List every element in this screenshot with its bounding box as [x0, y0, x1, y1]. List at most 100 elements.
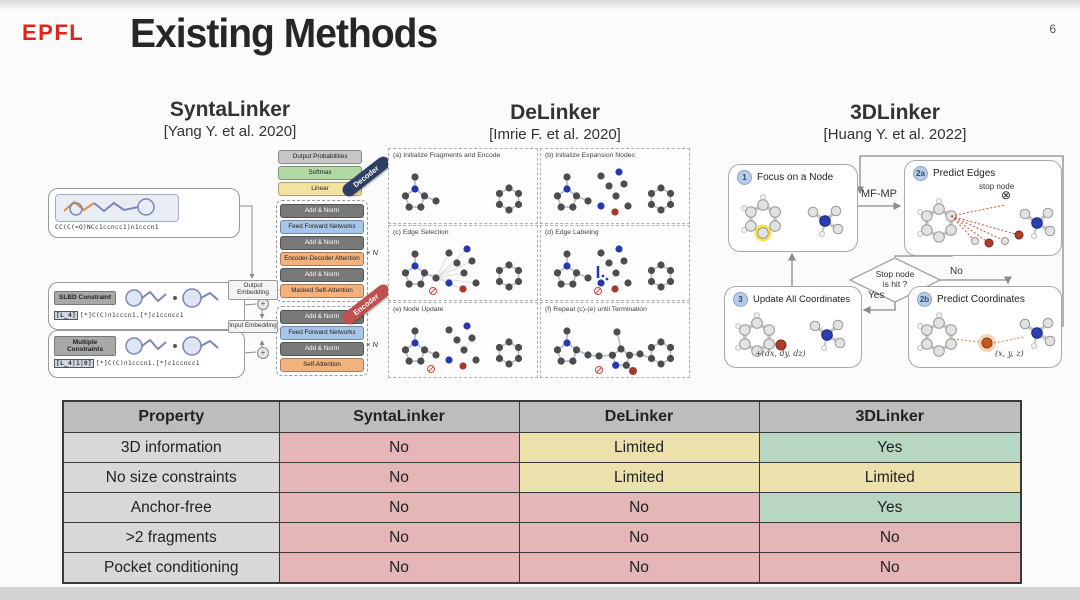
- molecule-3d-art: [741, 194, 844, 242]
- delinker-panel-b: (b) Initialize Expansion Nodes: [540, 148, 690, 224]
- method-name: SyntaLinker: [169, 98, 291, 121]
- molecular-graph: [401, 322, 523, 373]
- value-cell: No: [278, 432, 520, 463]
- stop-node-icon: [1001, 189, 1011, 201]
- method-citation: [Yang Y. et al. 2020]: [163, 123, 297, 140]
- arch-block: Encoder-Decoder Attention: [280, 252, 364, 266]
- syntalinker-diagram: CC(C(=O)NCc1ccncc1)n1cccn1 SLBD Constrai…: [40, 148, 400, 386]
- arch-block: Add & Norm: [280, 204, 364, 218]
- threedlinker-diagram: 1 Focus on a Node 2a Predict Edges stop …: [722, 148, 1066, 380]
- decision-line1: Stop node: [875, 269, 915, 279]
- arch-block: Add & Norm: [280, 342, 364, 356]
- arch-block: Linear: [278, 182, 362, 196]
- yes-label: Yes: [868, 290, 885, 301]
- value-cell: Limited: [518, 462, 760, 493]
- plus-icon: [257, 347, 269, 359]
- times-n-label: × N: [366, 248, 378, 257]
- property-cell: 3D information: [62, 432, 280, 463]
- molecule-3d-art: [917, 312, 1056, 357]
- delinker-panel-e: (e) Node Update: [388, 302, 538, 378]
- column-header: Property: [62, 400, 280, 433]
- method-name: 3DLinker: [850, 101, 940, 124]
- decision-text: Stop node is hit ?: [853, 269, 937, 289]
- panel-caption: (f) Repeat (c)-(e) until Termination: [545, 306, 647, 313]
- method-header-delinker: DeLinker [Imrie F. et al. 2020]: [425, 101, 685, 143]
- stop-node-label: stop node: [979, 182, 1015, 191]
- method-header-3dlinker: 3DLinker [Huang Y. et al. 2022]: [765, 101, 1025, 143]
- value-cell: No: [278, 492, 520, 523]
- value-cell: Yes: [758, 432, 1022, 463]
- delinker-panel-d: (d) Edge Labeling: [540, 225, 690, 301]
- multiple-constraints-box: Multiple Constraints [L_4|1|0][*]C(C)n1c…: [48, 330, 245, 378]
- column-header: 3DLinker: [758, 400, 1022, 433]
- step-badge: 2a: [913, 166, 928, 181]
- step-box-predict-edges: 2a Predict Edges stop node: [904, 160, 1062, 256]
- value-cell: No: [278, 462, 520, 493]
- step-label: Predict Coordinates: [937, 294, 1025, 305]
- method-citation: [Huang Y. et al. 2022]: [823, 126, 967, 143]
- coords-note: (x, y, z): [995, 349, 1024, 358]
- value-cell: Yes: [758, 492, 1022, 523]
- slbd-smiles-text: [*]C(C)n1cccn1.[*]c1ccncc1: [79, 312, 184, 319]
- fragments-art: [125, 288, 219, 308]
- value-cell: Limited: [758, 462, 1022, 493]
- input-embedding-box: Input Embedding: [228, 320, 278, 333]
- panel-caption: (a) Initialize Fragments and Encode: [393, 152, 501, 159]
- molecule-3d-art: [917, 198, 1056, 248]
- value-cell: No: [278, 552, 520, 584]
- step-box-focus-node: 1 Focus on a Node: [728, 164, 858, 252]
- method-header-syntalinker: SyntaLinker [Yang Y. et al. 2020]: [100, 98, 360, 140]
- step-label: Update All Coordinates: [753, 294, 851, 305]
- delinker-panel-a: (a) Initialize Fragments and Encode: [388, 148, 538, 224]
- input-molecule-box: CC(C(=O)NCc1ccncc1)n1cccn1: [48, 188, 240, 238]
- multiple-smiles: [L_4|1|0][*]C(C)n1cccn1.[*]c1ccncc1: [49, 358, 244, 368]
- molecular-graph: [401, 245, 523, 295]
- multiple-smiles-text: [*]C(C)n1cccn1.[*]c1ccncc1: [95, 360, 200, 367]
- column-header: SyntaLinker: [278, 400, 520, 433]
- arch-block: Output Probabilities: [278, 150, 362, 164]
- value-cell: Limited: [518, 432, 760, 463]
- bottom-strip: [0, 587, 1080, 600]
- value-cell: No: [518, 552, 760, 584]
- arch-block: Add & Norm: [280, 268, 364, 282]
- output-embedding-box: Output Embedding: [228, 280, 278, 300]
- page-title: Existing Methods: [130, 10, 438, 56]
- value-cell: No: [758, 552, 1022, 584]
- value-cell: No: [278, 522, 520, 553]
- panel-caption: (e) Node Update: [393, 306, 444, 313]
- panel-caption: (d) Edge Labeling: [545, 229, 599, 236]
- arch-block: Self-Attention: [280, 358, 364, 372]
- slbd-constraint-label: SLBD Constraint: [54, 291, 116, 305]
- no-label: No: [950, 266, 963, 277]
- value-cell: No: [758, 522, 1022, 553]
- property-cell: Pocket conditioning: [62, 552, 280, 584]
- property-cell: >2 fragments: [62, 522, 280, 553]
- step-badge: 3: [733, 292, 748, 307]
- method-name: DeLinker: [510, 101, 600, 124]
- method-citation: [Imrie F. et al. 2020]: [489, 126, 621, 143]
- delta-coords-note: +(dx, dy, dz): [755, 349, 806, 358]
- delinker-panel-c: (c) Edge Selection: [388, 225, 538, 301]
- delinker-diagram: (a) Initialize Fragments and Encode (b) …: [388, 148, 690, 380]
- value-cell: No: [518, 492, 760, 523]
- molecular-graph: [553, 327, 675, 375]
- top-strip: [0, 0, 1080, 10]
- value-cell: No: [518, 522, 760, 553]
- step-label: Focus on a Node: [757, 172, 834, 183]
- panel-caption: (c) Edge Selection: [393, 229, 449, 236]
- step-badge: 2b: [917, 292, 932, 307]
- slbd-tag: [L_4]: [54, 311, 78, 320]
- multiple-constraints-label: Multiple Constraints: [54, 335, 116, 357]
- page-number: 6: [1049, 22, 1056, 36]
- property-cell: No size constraints: [62, 462, 280, 493]
- mf-mp-label: MF-MP: [860, 188, 898, 200]
- decision-line2: is hit ?: [882, 279, 908, 290]
- multiple-tag: [L_4|1|0]: [54, 359, 94, 368]
- arch-block: Add & Norm: [280, 236, 364, 250]
